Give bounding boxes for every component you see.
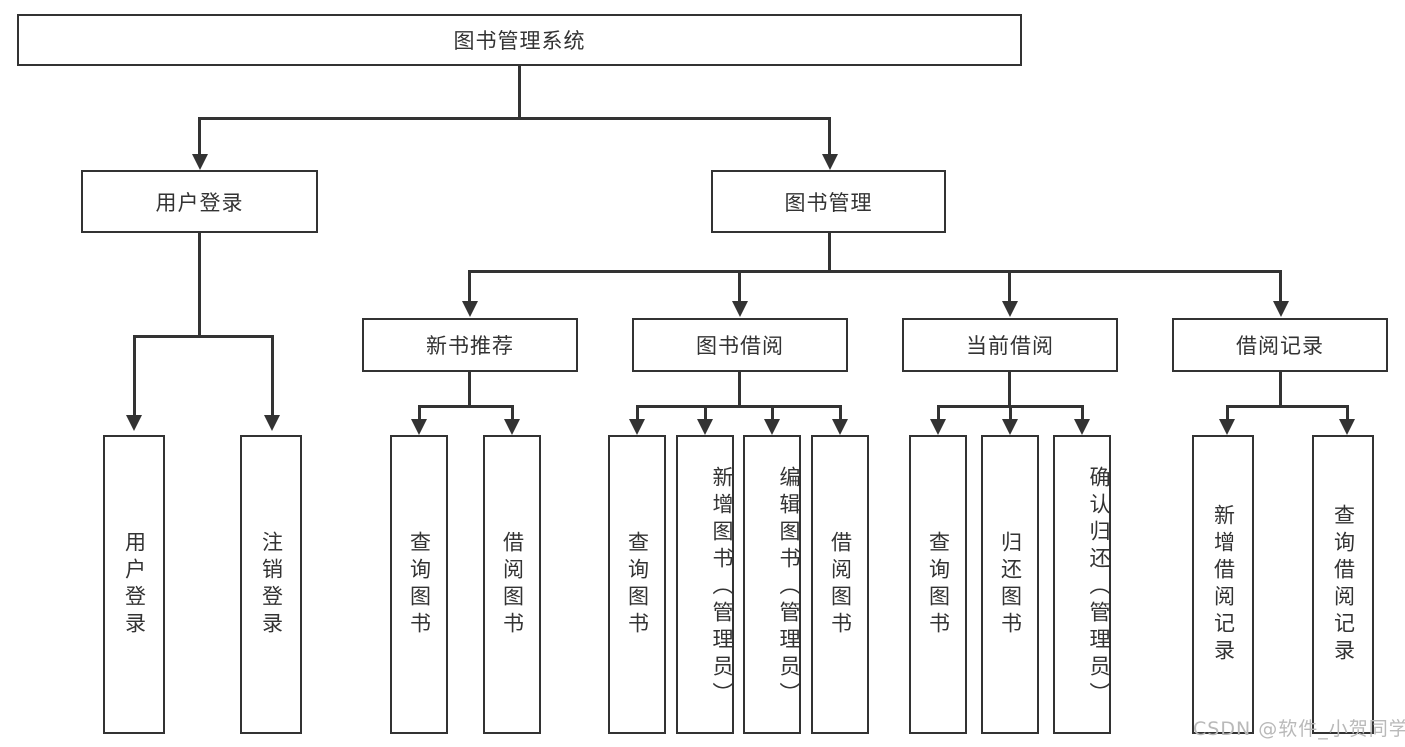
arrow-nbr-leaf-1 xyxy=(411,419,427,435)
connector-book-mgmt-c1 xyxy=(468,270,471,303)
arrow-user-login-leaf-2 xyxy=(264,415,280,431)
node-label: 图书管理 xyxy=(784,190,873,215)
node-label: 用户登录 xyxy=(155,190,244,215)
connector-user-login-right xyxy=(271,335,274,417)
node-current-borrow[interactable]: 当前借阅 xyxy=(902,318,1118,372)
connector-book-mgmt-c4 xyxy=(1279,270,1282,303)
connector-user-login-stem xyxy=(198,233,201,337)
leaf-edit-book-admin[interactable]: 编辑图书（管理员） xyxy=(743,435,801,734)
leaf-label: 新增借阅记录 xyxy=(1211,503,1236,666)
connector-bb-c1 xyxy=(636,405,639,421)
connector-bb-c3 xyxy=(771,405,774,421)
node-label: 借阅记录 xyxy=(1236,334,1324,358)
leaf-label: 用户登录 xyxy=(122,530,147,639)
connector-br-bar xyxy=(1226,405,1346,408)
leaf-label: 查询图书 xyxy=(926,530,951,639)
arrow-to-new-book-recommend xyxy=(462,301,478,317)
connector-br-c1 xyxy=(1226,405,1229,421)
leaf-label: 确认归还（管理员） xyxy=(1087,466,1111,709)
node-label: 当前借阅 xyxy=(966,334,1054,358)
leaf-label: 编辑图书（管理员） xyxy=(777,466,801,709)
connector-bb-c2 xyxy=(704,405,707,421)
connector-cb-stem xyxy=(1008,372,1011,407)
connector-root-stem xyxy=(518,66,521,119)
connector-bb-bar xyxy=(636,405,840,408)
leaf-label: 新增图书（管理员） xyxy=(710,466,734,709)
arrow-br-leaf-1 xyxy=(1219,419,1235,435)
node-book-borrow[interactable]: 图书借阅 xyxy=(632,318,848,372)
arrow-to-book-borrow xyxy=(732,301,748,317)
arrow-bb-leaf-2 xyxy=(697,419,713,435)
arrow-root-to-book-mgmt xyxy=(822,154,838,170)
arrow-user-login-leaf-1 xyxy=(126,415,142,431)
connector-nbr-c2 xyxy=(511,405,514,421)
leaf-query-book-bb[interactable]: 查询图书 xyxy=(608,435,666,734)
leaf-label: 注销登录 xyxy=(259,530,284,639)
leaf-add-borrow-record[interactable]: 新增借阅记录 xyxy=(1192,435,1254,734)
arrow-root-to-user-login xyxy=(192,154,208,170)
leaf-borrow-book-nbr[interactable]: 借阅图书 xyxy=(483,435,541,734)
arrow-bb-leaf-3 xyxy=(764,419,780,435)
connector-book-mgmt-c2 xyxy=(738,270,741,303)
leaf-query-book-nbr[interactable]: 查询图书 xyxy=(390,435,448,734)
arrow-bb-leaf-1 xyxy=(629,419,645,435)
connector-bb-stem xyxy=(738,372,741,407)
connector-cb-c1 xyxy=(937,405,940,421)
leaf-return-book[interactable]: 归还图书 xyxy=(981,435,1039,734)
leaf-label: 借阅图书 xyxy=(828,530,853,639)
arrow-br-leaf-2 xyxy=(1339,419,1355,435)
leaf-borrow-book-bb[interactable]: 借阅图书 xyxy=(811,435,869,734)
csdn-watermark: CSDN @软件_小贺同学 xyxy=(1193,718,1405,740)
connector-user-login-bar xyxy=(133,335,273,338)
connector-nbr-bar xyxy=(418,405,513,408)
node-user-login[interactable]: 用户登录 xyxy=(81,170,318,233)
connector-root-bar xyxy=(198,117,830,120)
node-label: 图书借阅 xyxy=(696,334,784,358)
node-new-book-recommend[interactable]: 新书推荐 xyxy=(362,318,578,372)
node-book-management[interactable]: 图书管理 xyxy=(711,170,946,233)
arrow-to-current-borrow xyxy=(1002,301,1018,317)
connector-book-mgmt-stem xyxy=(828,233,831,272)
leaf-user-login[interactable]: 用户登录 xyxy=(103,435,165,734)
connector-root-to-user-login xyxy=(198,117,201,156)
arrow-cb-leaf-3 xyxy=(1074,419,1090,435)
leaf-confirm-return-admin[interactable]: 确认归还（管理员） xyxy=(1053,435,1111,734)
connector-br-stem xyxy=(1279,372,1282,407)
node-borrow-record[interactable]: 借阅记录 xyxy=(1172,318,1388,372)
connector-nbr-stem xyxy=(468,372,471,407)
connector-root-to-book-mgmt xyxy=(828,117,831,156)
node-label: 图书管理系统 xyxy=(453,29,586,53)
connector-br-c2 xyxy=(1346,405,1349,421)
connector-book-mgmt-c3 xyxy=(1008,270,1011,303)
arrow-nbr-leaf-2 xyxy=(504,419,520,435)
leaf-label: 借阅图书 xyxy=(500,530,525,639)
connector-cb-c2 xyxy=(1009,405,1012,421)
connector-user-login-left xyxy=(133,335,136,417)
leaf-label: 查询借阅记录 xyxy=(1331,503,1356,666)
leaf-logout[interactable]: 注销登录 xyxy=(240,435,302,734)
leaf-query-borrow-record[interactable]: 查询借阅记录 xyxy=(1312,435,1374,734)
arrow-bb-leaf-4 xyxy=(832,419,848,435)
arrow-cb-leaf-2 xyxy=(1002,419,1018,435)
connector-nbr-c1 xyxy=(418,405,421,421)
arrow-to-borrow-record xyxy=(1273,301,1289,317)
connector-bb-c4 xyxy=(839,405,842,421)
leaf-query-book-cb[interactable]: 查询图书 xyxy=(909,435,967,734)
connector-cb-c3 xyxy=(1081,405,1084,421)
node-label: 新书推荐 xyxy=(426,334,514,358)
arrow-cb-leaf-1 xyxy=(930,419,946,435)
leaf-label: 查询图书 xyxy=(625,530,650,639)
leaf-label: 归还图书 xyxy=(998,530,1023,639)
node-root-system[interactable]: 图书管理系统 xyxy=(17,14,1022,66)
connector-book-mgmt-bar xyxy=(468,270,1282,273)
leaf-label: 查询图书 xyxy=(407,530,432,639)
leaf-add-book-admin[interactable]: 新增图书（管理员） xyxy=(676,435,734,734)
